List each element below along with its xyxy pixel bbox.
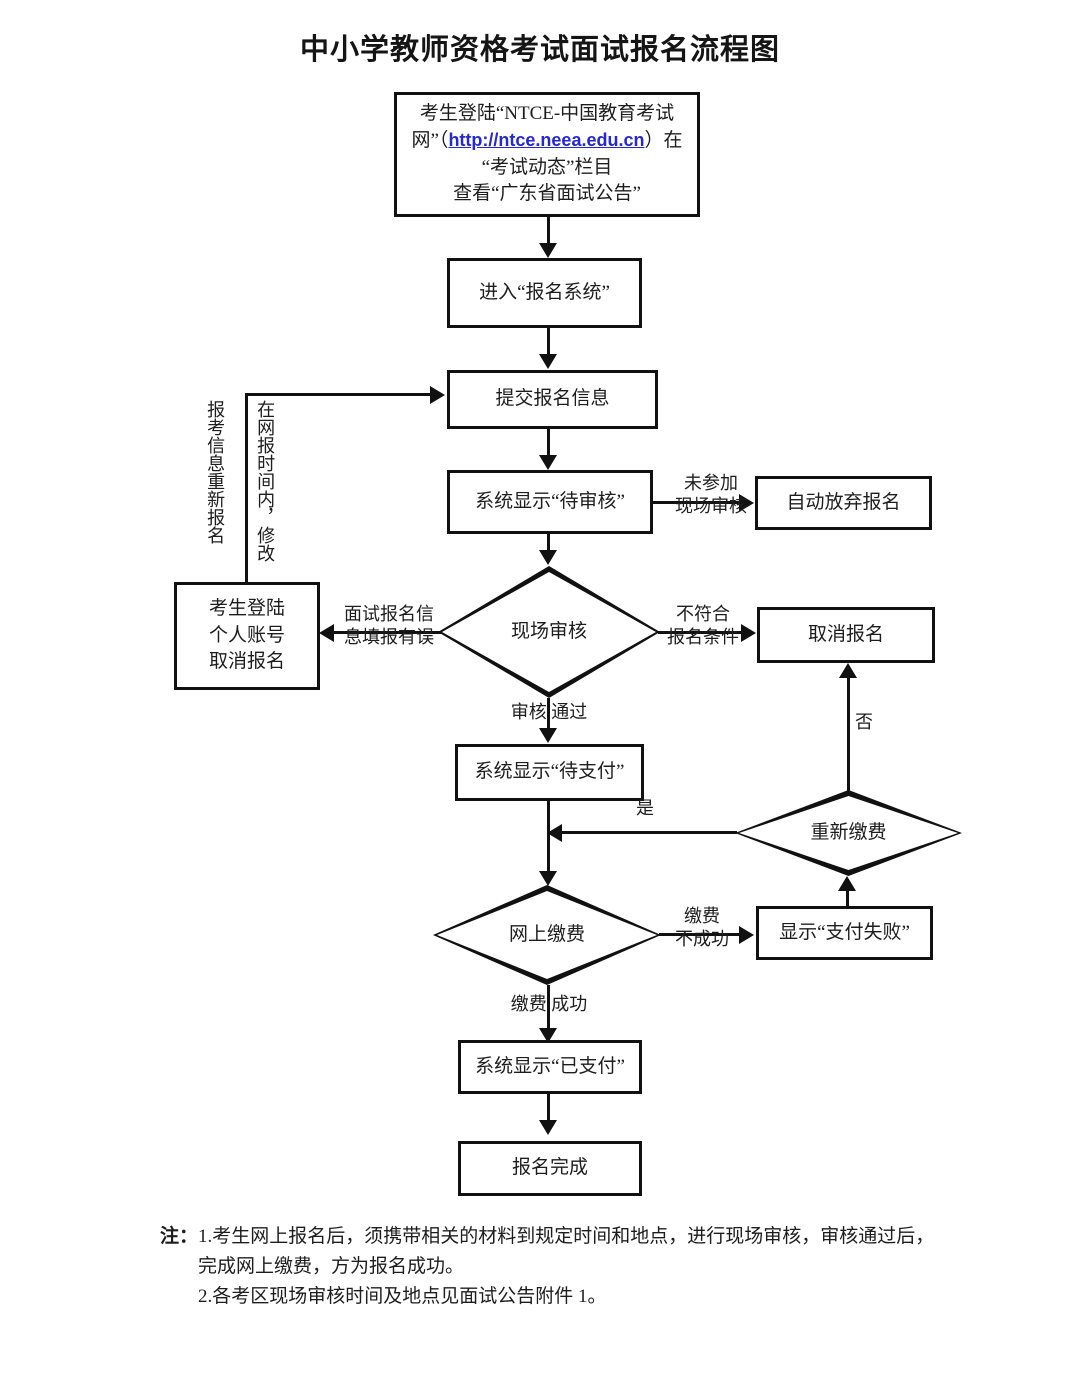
repay-decision-label: 重新缴费	[810, 821, 887, 843]
arrowhead-enter-to-submit	[539, 354, 557, 369]
note-1-line-1: 考生网上报名后，须携带相关的材料到规定时间和地点，进行现场审核，审核通过后，	[212, 1226, 935, 1247]
connector-failed-to-repay	[846, 890, 849, 908]
connector-repay-no-to-cancel	[847, 678, 850, 792]
connector-selfcancel-up	[245, 393, 248, 583]
login-line-2-prefix: 网”（	[411, 129, 449, 151]
arrowhead-review-to-abandon	[739, 494, 754, 512]
connector-onlinepay-to-failed	[659, 933, 741, 936]
edge-label-review-passed: 审核 通过	[510, 702, 588, 722]
node-pending-payment: 系统显示“待支付”	[455, 744, 644, 801]
connector-review-to-onsite	[547, 534, 550, 552]
edge-label-modify-left: 报考信息重新报名	[205, 400, 226, 544]
arrowhead-review-to-onsite	[539, 550, 557, 565]
edge-label-no: 否	[855, 712, 873, 732]
note-1-number: 1.	[198, 1226, 213, 1247]
node-submit-info: 提交报名信息	[447, 370, 658, 429]
login-line-2-suffix: ）在	[644, 129, 683, 151]
connector-onsite-to-selfcancel	[333, 631, 441, 634]
connector-onlinepay-to-paid	[547, 985, 550, 1030]
arrowhead-login-to-enter	[539, 243, 557, 258]
footer-notes: 注： 1.考生网上报名后，须携带相关的材料到规定时间和地点，进行现场审核，审核通…	[160, 1222, 990, 1312]
connector-repay-yes-to-pendingpay	[549, 831, 737, 834]
connector-onsite-to-pending-payment	[547, 698, 550, 730]
node-pending-review: 系统显示“待审核”	[447, 470, 653, 534]
login-line-4: 查看“广东省面试公告”	[453, 183, 641, 205]
node-auto-abandon: 自动放弃报名	[755, 476, 932, 530]
connector-onsite-to-cancel	[658, 631, 743, 634]
connector-login-to-enter	[547, 217, 550, 245]
edge-label-not-attend-onsite: 未参加 现场审核	[675, 473, 747, 516]
arrowhead-onsite-to-selfcancel	[319, 624, 334, 642]
node-onsite-review: 现场审核	[438, 566, 660, 698]
edge-label-info-error: 面试报名信 息填报有误	[344, 604, 434, 647]
arrowhead-loop-to-submit	[430, 386, 445, 404]
node-cancel-by-self: 考生登陆 个人账号 取消报名	[174, 582, 320, 690]
arrowhead-submit-to-review	[539, 455, 557, 470]
note-1-line-2: 完成网上缴费，方为报名成功。	[198, 1256, 465, 1278]
edge-label-pay-failed: 缴费 不成功	[675, 906, 729, 949]
note-1-text: 1.考生网上报名后，须携带相关的材料到规定时间和地点，进行现场审核，审核通过后，	[198, 1222, 990, 1252]
node-login: 考生登陆“NTCE-中国教育考试 网”（http://ntce.neea.edu…	[394, 92, 700, 217]
edge-label-modify-right: 在网报时间内，修改	[255, 400, 276, 562]
arrowhead-onlinepay-to-paid	[539, 1028, 557, 1043]
node-enter-system: 进入“报名系统”	[447, 258, 642, 328]
page-title: 中小学教师资格考试面试报名流程图	[299, 34, 780, 66]
arrowhead-onsite-to-pending-payment	[539, 728, 557, 743]
node-online-payment: 网上缴费	[433, 885, 661, 985]
edge-label-not-qualified: 不符合 报名条件	[667, 604, 739, 647]
onsite-review-label: 现场审核	[510, 620, 587, 642]
arrowhead-onsite-to-cancel	[741, 624, 756, 642]
node-repay-decision: 重新缴费	[735, 790, 962, 876]
note-2: 2.各考区现场审核时间及地点见面试公告附件 1。	[198, 1286, 607, 1308]
notes-label: 注：	[160, 1226, 199, 1247]
arrowhead-repay-no	[839, 663, 857, 678]
node-done: 报名完成	[458, 1141, 642, 1196]
connector-review-to-abandon	[653, 501, 741, 504]
connector-selfcancel-to-submit	[245, 393, 432, 396]
edge-label-yes: 是	[636, 798, 654, 818]
note-row-1: 注： 1.考生网上报名后，须携带相关的材料到规定时间和地点，进行现场审核，审核通…	[160, 1222, 990, 1252]
arrowhead-onlinepay-to-failed	[739, 926, 754, 944]
connector-enter-to-submit	[547, 328, 550, 356]
arrowhead-paid-to-done	[539, 1120, 557, 1135]
arrowhead-pendingpay-to-onlinepay	[539, 871, 557, 886]
ntce-website-link[interactable]: http://ntce.neea.edu.cn	[448, 129, 645, 150]
arrowhead-repay-yes	[547, 824, 562, 842]
edge-label-pay-success: 缴费 成功	[510, 994, 588, 1014]
connector-paid-to-done	[547, 1094, 550, 1122]
node-paid: 系统显示“已支付”	[458, 1040, 642, 1094]
login-line-1: 考生登陆“NTCE-中国教育考试	[419, 102, 675, 124]
online-payment-label: 网上缴费	[508, 923, 585, 945]
login-line-3: “考试动态”栏目	[481, 156, 613, 178]
login-line-2: 网”（http://ntce.neea.edu.cn）在	[403, 128, 691, 155]
connector-submit-to-review	[547, 429, 550, 457]
node-cancel-registration: 取消报名	[757, 607, 935, 663]
node-payment-failed: 显示“支付失败”	[756, 906, 933, 960]
arrowhead-failed-to-repay	[838, 876, 856, 891]
